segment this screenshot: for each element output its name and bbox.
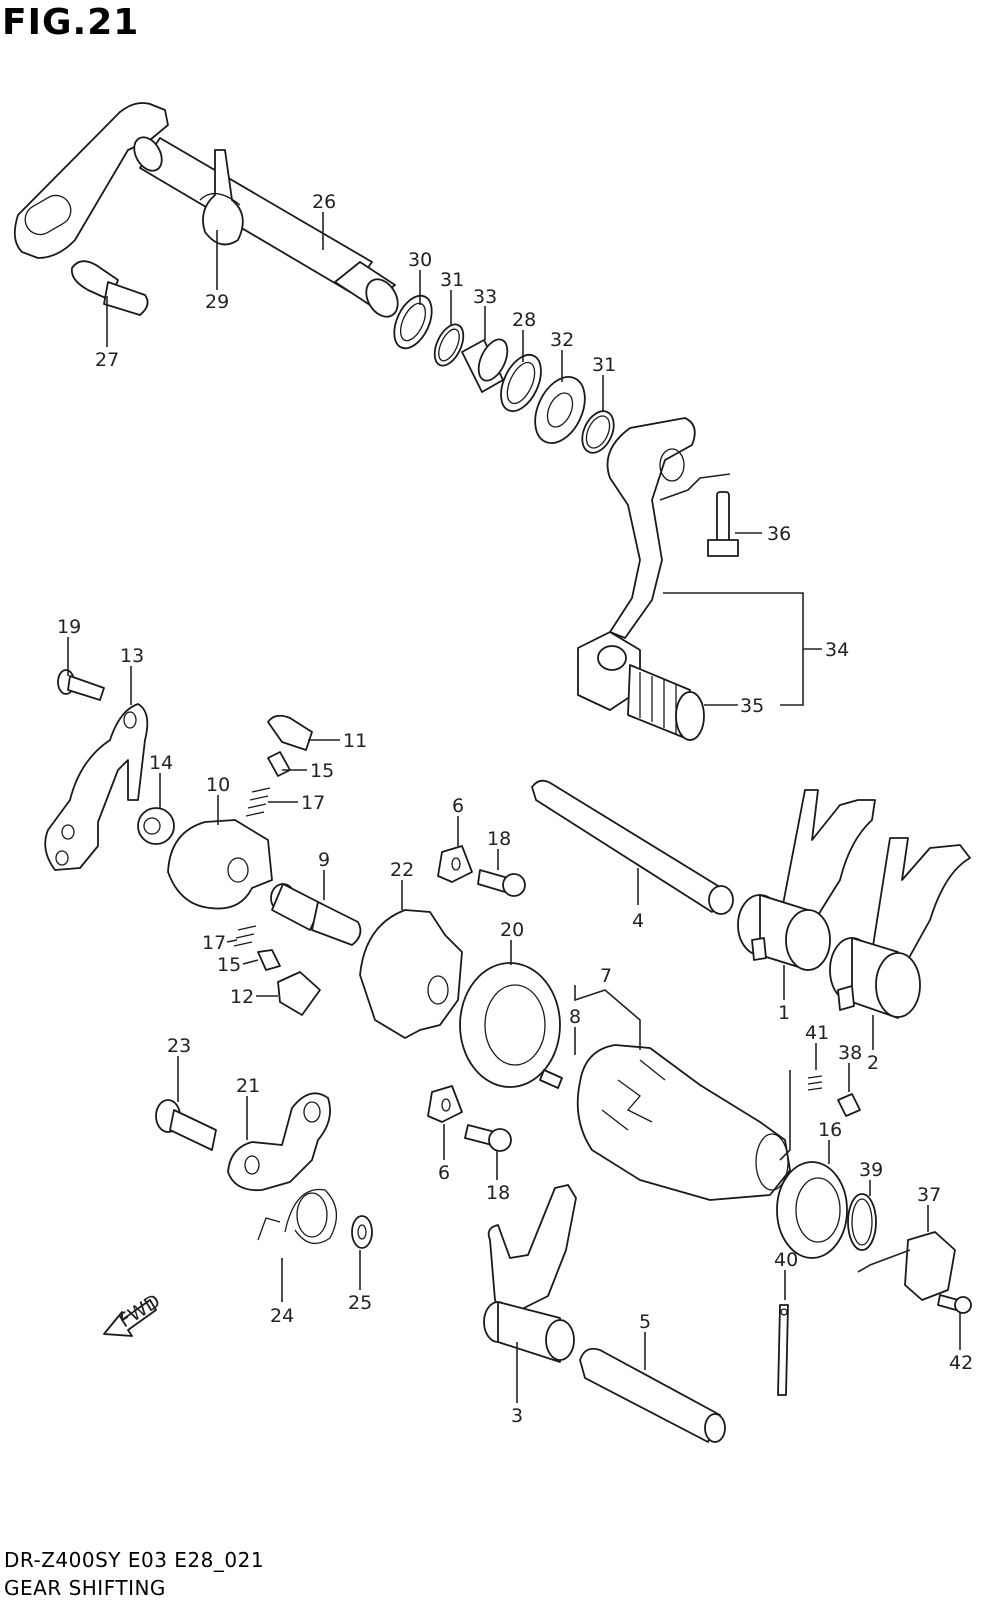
leader-lines: [67, 212, 961, 1403]
part-pin-8: [539, 1069, 563, 1089]
callout-17a: 17: [301, 792, 325, 814]
callout-32: 32: [550, 329, 574, 351]
callout-21: 21: [236, 1075, 260, 1097]
callout-29: 29: [205, 291, 229, 313]
callout-5: 5: [639, 1311, 651, 1333]
callout-4: 4: [632, 910, 644, 932]
part-pin-9: [270, 883, 362, 946]
part-fork-shaft-4: [531, 779, 734, 915]
part-gearshift-lever: [577, 417, 731, 741]
callout-15a: 15: [310, 760, 334, 782]
callout-10: 10: [206, 774, 230, 796]
callout-26: 26: [312, 191, 336, 213]
callout-1: 1: [778, 1002, 790, 1024]
callout-34: 34: [825, 639, 849, 661]
part-clamp-40: [777, 1304, 789, 1396]
callout-37: 37: [917, 1184, 941, 1206]
fwd-label: FWD: [115, 1290, 164, 1332]
part-shift-fork-3: [483, 1184, 577, 1363]
callout-2: 2: [867, 1052, 879, 1074]
callout-8: 8: [569, 1006, 581, 1028]
callout-12: 12: [230, 986, 254, 1008]
part-ratchet-10: [167, 819, 273, 910]
callout-27: 27: [95, 349, 119, 371]
callout-23: 23: [167, 1035, 191, 1057]
part-stopper-arm-21: [227, 1092, 331, 1192]
callout-18b: 18: [486, 1182, 510, 1204]
part-bearing-20: [459, 962, 561, 1088]
callout-19: 19: [57, 616, 81, 638]
callout-20: 20: [500, 919, 524, 941]
fwd-arrow-icon: FWD: [103, 1290, 164, 1337]
diagram-name: GEAR SHIFTING: [4, 1576, 166, 1600]
part-shift-fork-2: [829, 837, 971, 1019]
callout-7: 7: [600, 965, 612, 987]
callout-24: 24: [270, 1305, 294, 1327]
part-washer-25: [351, 1215, 373, 1249]
part-pin-41-38: [779, 1070, 861, 1161]
figure-title: FIG.21: [2, 2, 140, 43]
part-gearshift-shaft: [13, 102, 399, 318]
part-fork-shaft-5: [579, 1347, 726, 1443]
part-stopper-bolt: [70, 260, 149, 316]
callout-14: 14: [149, 752, 173, 774]
callout-13: 13: [120, 645, 144, 667]
part-pawl-pin-spring-lower: [233, 925, 321, 1016]
part-screw-42: [937, 1294, 972, 1314]
callout-41: 41: [805, 1022, 829, 1044]
callout-28: 28: [512, 309, 536, 331]
callout-38: 38: [838, 1042, 862, 1064]
callout-16: 16: [818, 1119, 842, 1141]
part-return-spring: [199, 149, 244, 246]
part-plate-13: [44, 703, 149, 871]
diagram-code: DR-Z400SY E03 E28_021: [4, 1548, 265, 1572]
part-stopper-6-lower: [427, 1085, 512, 1152]
part-shift-fork-1: [737, 789, 876, 971]
part-cam-22: [359, 909, 463, 1039]
part-screw-19: [57, 669, 105, 701]
callout-6b: 6: [438, 1162, 450, 1184]
callout-6a: 6: [452, 795, 464, 817]
callout-31b: 31: [592, 354, 616, 376]
part-spring-24: [257, 1188, 337, 1245]
callout-31a: 31: [440, 269, 464, 291]
callout-36: 36: [767, 523, 791, 545]
part-oring-39: [847, 1193, 877, 1251]
part-bolt-23: [155, 1099, 217, 1151]
callout-17b: 17: [202, 932, 226, 954]
callout-22: 22: [390, 859, 414, 881]
callout-18a: 18: [487, 828, 511, 850]
part-collar-14: [137, 807, 175, 845]
callout-25: 25: [348, 1292, 372, 1314]
part-bearing-16: [776, 1161, 848, 1259]
callout-35: 35: [740, 695, 764, 717]
callout-9: 9: [318, 849, 330, 871]
part-gear-position-switch-37: [857, 1231, 956, 1301]
part-shift-drum-7: [574, 985, 791, 1201]
callout-labels: 26 29 27 30 31 33 28 32 31 36 34 35 19 1…: [57, 191, 973, 1427]
callout-30: 30: [408, 249, 432, 271]
part-lever-bolt: [707, 491, 739, 557]
part-washers-bearing: [393, 294, 615, 454]
callout-3: 3: [511, 1405, 523, 1427]
callout-11: 11: [343, 730, 367, 752]
callout-42: 42: [949, 1352, 973, 1374]
callout-33: 33: [473, 286, 497, 308]
callout-39: 39: [859, 1159, 883, 1181]
callout-40: 40: [774, 1249, 798, 1271]
callout-15b: 15: [217, 954, 241, 976]
part-stopper-6-upper: [437, 845, 526, 897]
